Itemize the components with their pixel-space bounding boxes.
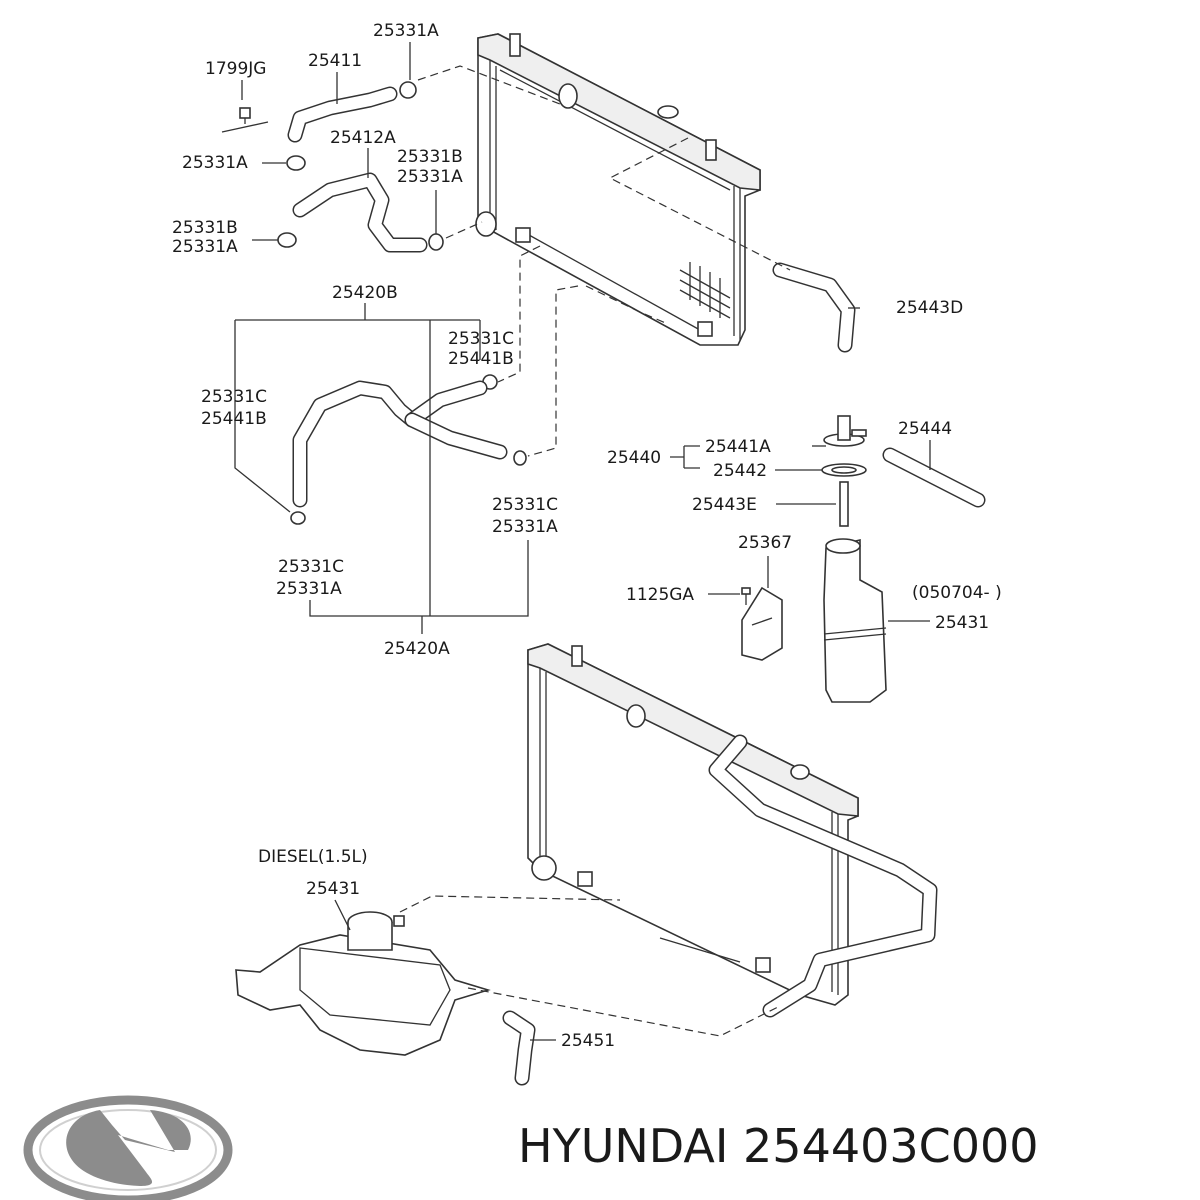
label-25331c-low: 25331C [278, 557, 344, 577]
label-25331c-l: 25331C [201, 387, 267, 407]
label-25431-diesel: 25431 [306, 879, 360, 899]
label-25441b-r: 25441B [448, 349, 514, 369]
label-25331a-left: 25331A [182, 153, 248, 173]
label-25444: 25444 [898, 419, 952, 439]
label-25441b-l: 25441B [201, 409, 267, 429]
gasket-25442 [821, 463, 867, 477]
reservoir-25431 [823, 538, 887, 703]
label-25412a: 25412A [330, 128, 396, 148]
bolt-1125ga [741, 587, 751, 605]
leader-lines [241, 42, 931, 1041]
label-25331a-mid: 25331A [397, 167, 463, 187]
bracket-lines [234, 303, 529, 634]
label-050704: (050704- ) [912, 583, 1002, 603]
label-25411: 25411 [308, 51, 362, 71]
tube-25443e [839, 481, 849, 527]
caption-part-number: HYUNDAI 254403C000 [518, 1119, 1039, 1173]
sensor-1799jg [221, 107, 269, 133]
label-25331b-left: 25331B [172, 218, 238, 238]
label-25331a-low: 25331A [276, 579, 342, 599]
label-25431: 25431 [935, 613, 989, 633]
label-25420a: 25420A [384, 639, 450, 659]
label-diesel: DIESEL(1.5L) [258, 847, 368, 867]
hyundai-logo [23, 1095, 233, 1200]
label-25451: 25451 [561, 1031, 615, 1051]
routing-lines [399, 65, 791, 1037]
label-25331a-top: 25331A [373, 21, 439, 41]
label-25443d: 25443D [896, 298, 963, 318]
label-25331a-r2: 25331A [492, 517, 558, 537]
radiator-lower [527, 643, 938, 1018]
part-labels: 1799JG 25411 25331A 25331A 25412A 25331B… [172, 21, 1002, 1051]
bracket-25367 [741, 586, 783, 661]
label-25331c-r: 25331C [448, 329, 514, 349]
hose-25443d [772, 262, 856, 353]
label-25443e: 25443E [692, 495, 757, 515]
label-25442: 25442 [713, 461, 767, 481]
label-25440: 25440 [607, 448, 661, 468]
reservoir-diesel-25431 [235, 911, 491, 1056]
hose-25411 [287, 86, 398, 143]
radiator-upper [475, 33, 761, 346]
label-25331b-mid: 25331B [397, 147, 463, 167]
label-25331c-r2: 25331C [492, 495, 558, 515]
label-25367: 25367 [738, 533, 792, 553]
label-25420b: 25420B [332, 283, 398, 303]
hose-25420 [292, 380, 508, 508]
label-1799jg: 1799JG [205, 59, 266, 79]
hose-25444 [882, 447, 986, 508]
hose-25451 [502, 1010, 536, 1086]
label-25331a-left2: 25331A [172, 237, 238, 257]
label-25441a: 25441A [705, 437, 771, 457]
label-1125ga: 1125GA [626, 585, 694, 605]
hose-25412a [292, 172, 428, 253]
cap-25441a [823, 415, 867, 447]
